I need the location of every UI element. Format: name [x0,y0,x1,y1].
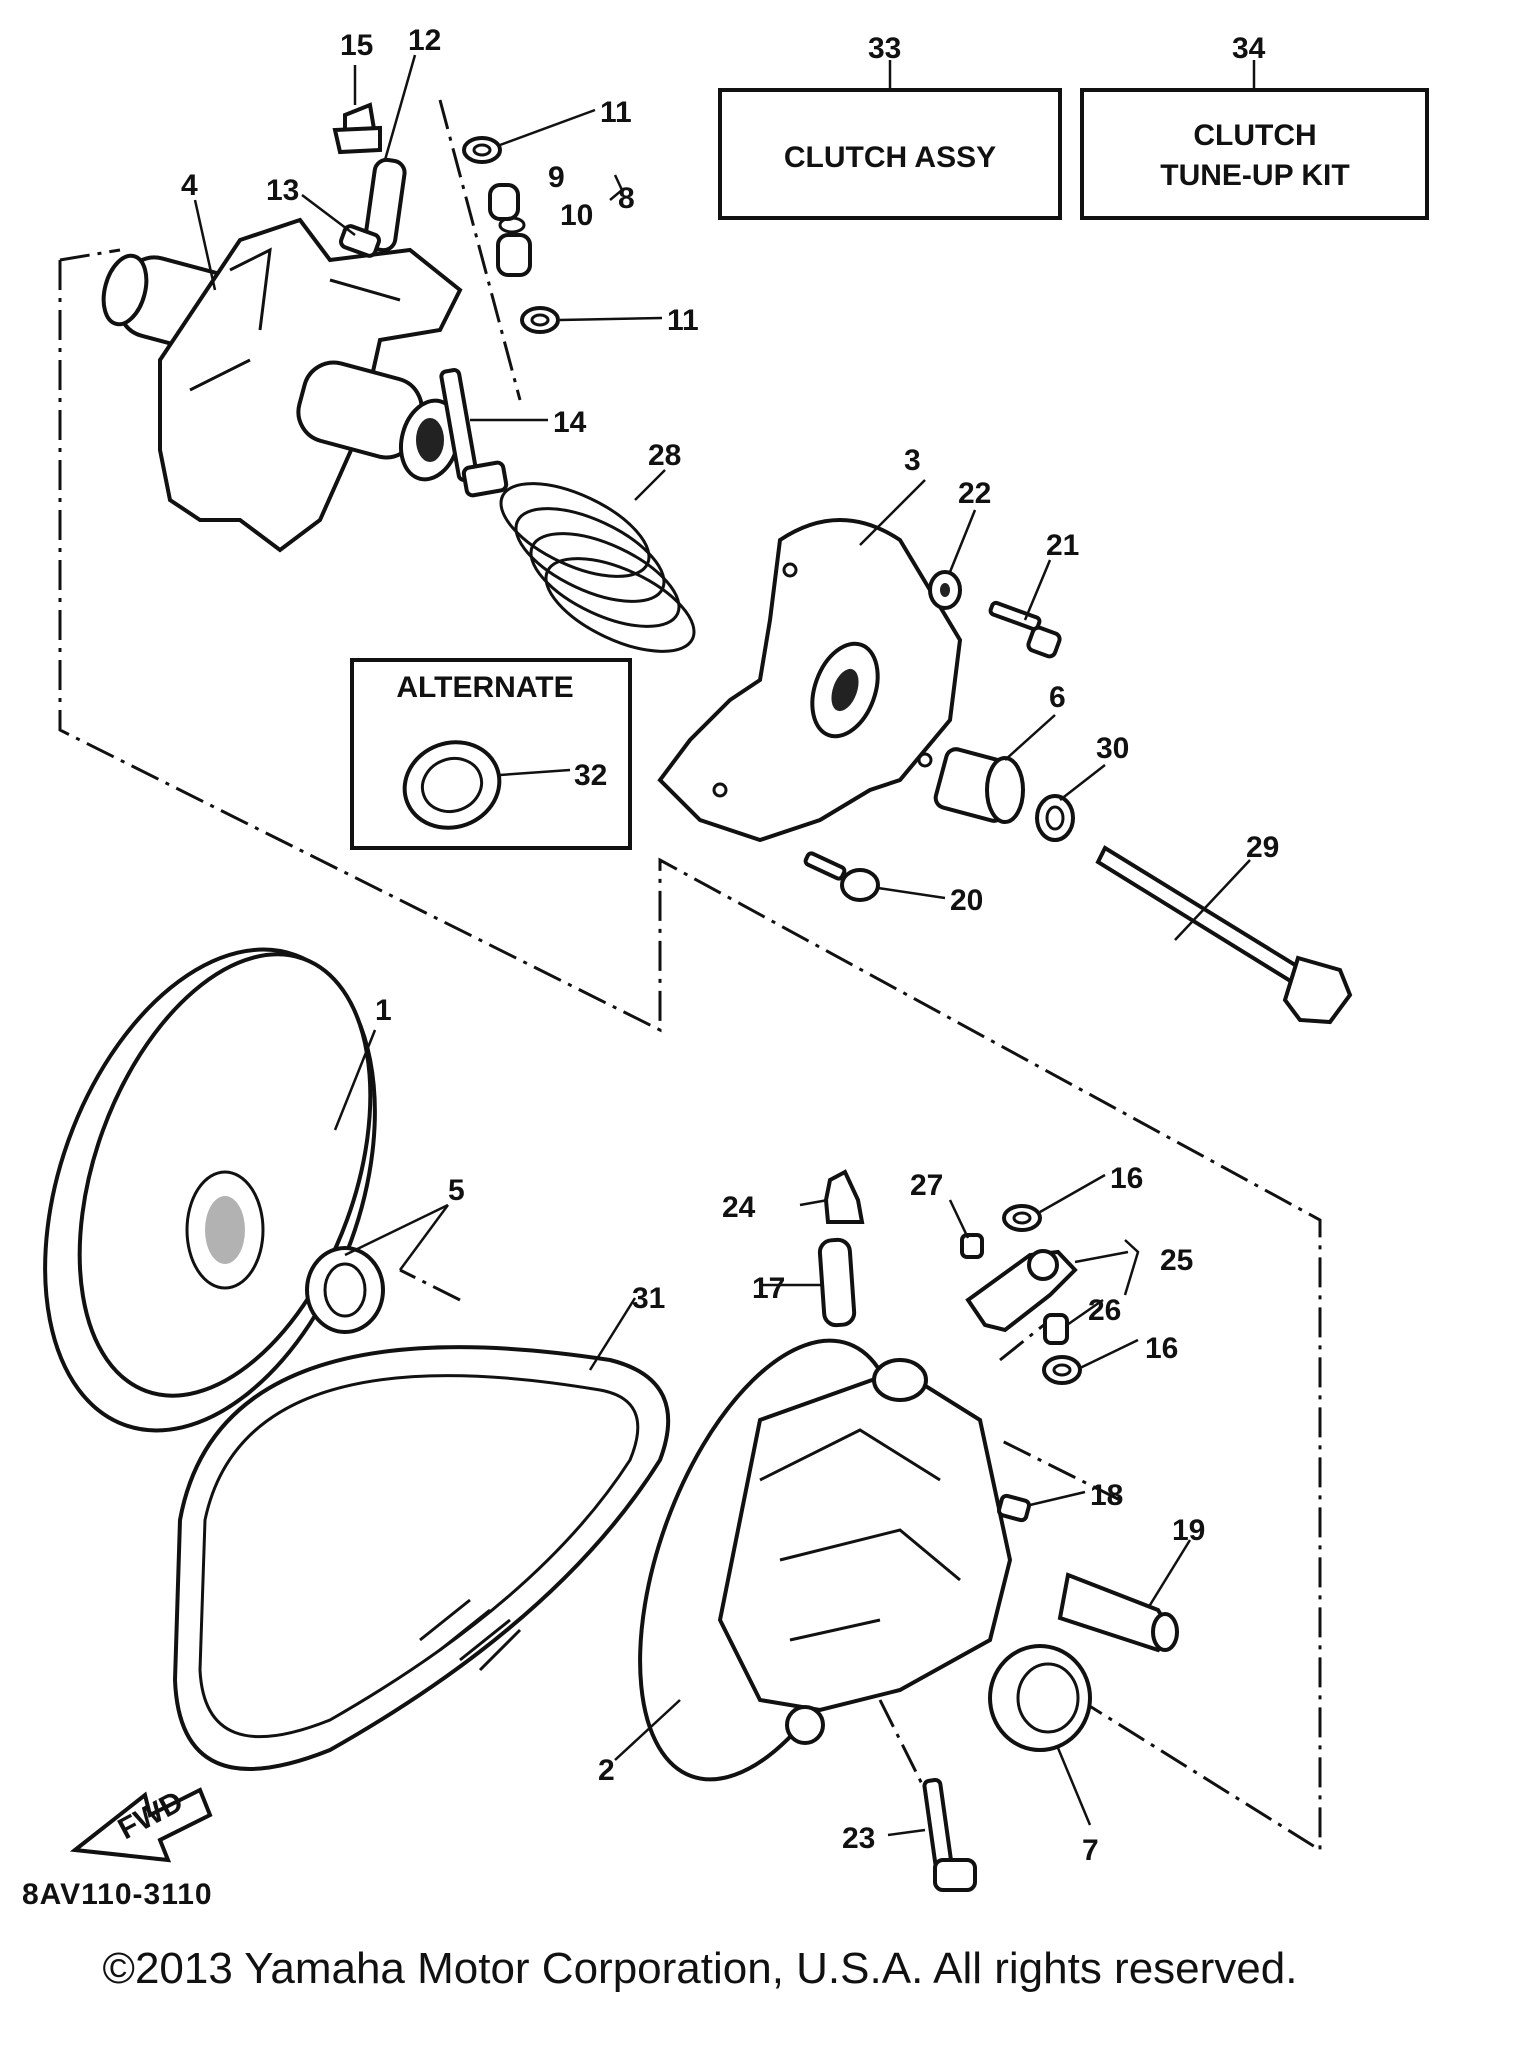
part-16-washer-bottom[interactable] [1042,1355,1082,1385]
label-16-bottom[interactable]: 16 [1145,1332,1178,1365]
label-17[interactable]: 17 [752,1272,785,1305]
diagram-code: 8AV110-3110 [22,1878,213,1911]
label-33[interactable]: 33 [868,32,901,65]
part-28-spring[interactable] [488,464,708,670]
part-23-bolt[interactable] [922,1777,977,1892]
label-16-top[interactable]: 16 [1110,1162,1143,1195]
part-16-washer-top[interactable] [1002,1204,1042,1232]
part-20-bolt[interactable] [803,851,880,902]
label-22[interactable]: 22 [958,477,991,510]
label-7[interactable]: 7 [1082,1834,1099,1867]
part-6-bushing[interactable] [933,747,1025,824]
label-20[interactable]: 20 [950,884,983,917]
copyright-notice: ©2013 Yamaha Motor Corporation, U.S.A. A… [102,1944,1298,1993]
label-13[interactable]: 13 [266,174,299,207]
label-15[interactable]: 15 [340,29,373,62]
part-18-screw[interactable] [997,1493,1031,1523]
part-10-roller[interactable] [496,216,532,277]
part-4-hub-casting[interactable] [97,217,468,553]
part-32-seal[interactable] [393,729,512,841]
part-25-weight-arm[interactable] [965,1249,1078,1333]
part-1-fixed-sheave[interactable] [0,904,436,1476]
label-34[interactable]: 34 [1232,32,1266,65]
part-22-nut[interactable] [928,570,962,610]
part-3-cover[interactable] [657,518,963,843]
label-2[interactable]: 2 [598,1754,615,1787]
label-1[interactable]: 1 [375,994,392,1027]
label-30[interactable]: 30 [1096,732,1129,765]
label-21[interactable]: 21 [1046,529,1079,562]
part-30-clip[interactable] [1035,794,1075,842]
part-24-cap[interactable] [823,1169,865,1224]
label-18[interactable]: 18 [1090,1479,1123,1512]
label-12[interactable]: 12 [408,24,441,57]
part-11-washer-bottom[interactable] [520,306,560,334]
label-29[interactable]: 29 [1246,831,1279,864]
label-24[interactable]: 24 [722,1191,756,1224]
part-12-pin[interactable] [363,157,407,253]
label-27[interactable]: 27 [910,1169,943,1202]
alternate-text: ALTERNATE [396,671,573,704]
label-25[interactable]: 25 [1160,1244,1193,1277]
part-9-button[interactable] [488,183,520,221]
clutch-assy-text: CLUTCH ASSY [784,141,996,174]
label-19[interactable]: 19 [1172,1514,1205,1547]
part-2-movable-sheave[interactable] [588,1306,1013,1814]
part-13-screw[interactable] [339,224,381,258]
label-11-top[interactable]: 11 [600,96,632,129]
label-23[interactable]: 23 [842,1822,875,1855]
part-29-long-bolt[interactable] [1095,845,1353,1025]
label-28[interactable]: 28 [648,439,681,472]
leader-lines [193,54,1251,1837]
part-5-bushing[interactable] [305,1246,385,1334]
label-5[interactable]: 5 [448,1174,465,1207]
part-11-washer-top[interactable] [462,136,502,164]
part-14-bolt[interactable] [439,368,509,498]
label-9[interactable]: 9 [548,161,565,194]
label-32[interactable]: 32 [574,759,607,792]
part-26-roller[interactable] [1043,1313,1069,1345]
label-8[interactable]: 8 [618,182,635,215]
part-19-sleeve[interactable] [1057,1572,1179,1653]
fwd-arrow-icon: FWD [69,1785,213,1863]
part-7-seal[interactable] [988,1644,1092,1752]
tuneup-line2: TUNE-UP KIT [1160,159,1349,192]
part-27-screw[interactable] [960,1233,984,1259]
callout-labels: 1 2 3 4 5 6 7 8 9 10 11 11 12 13 14 15 1… [181,24,1279,1867]
box-alternate[interactable]: ALTERNATE [350,658,632,850]
label-6[interactable]: 6 [1049,681,1066,714]
label-4[interactable]: 4 [181,169,198,202]
label-3[interactable]: 3 [904,444,921,477]
label-10[interactable]: 10 [560,199,593,232]
label-31[interactable]: 31 [632,1282,665,1315]
part-15-cap[interactable] [332,102,382,155]
label-11-bottom[interactable]: 11 [667,304,699,337]
label-26[interactable]: 26 [1088,1294,1121,1327]
tuneup-line1: CLUTCH [1193,119,1316,152]
part-31-belt[interactable] [172,1345,671,1771]
label-14[interactable]: 14 [553,406,587,439]
box-clutch-tuneup-kit[interactable]: CLUTCH TUNE-UP KIT [1080,88,1429,220]
part-17-pin[interactable] [817,1237,857,1328]
box-clutch-assy[interactable]: CLUTCH ASSY [718,88,1062,220]
part-21-bolt[interactable] [988,600,1062,659]
